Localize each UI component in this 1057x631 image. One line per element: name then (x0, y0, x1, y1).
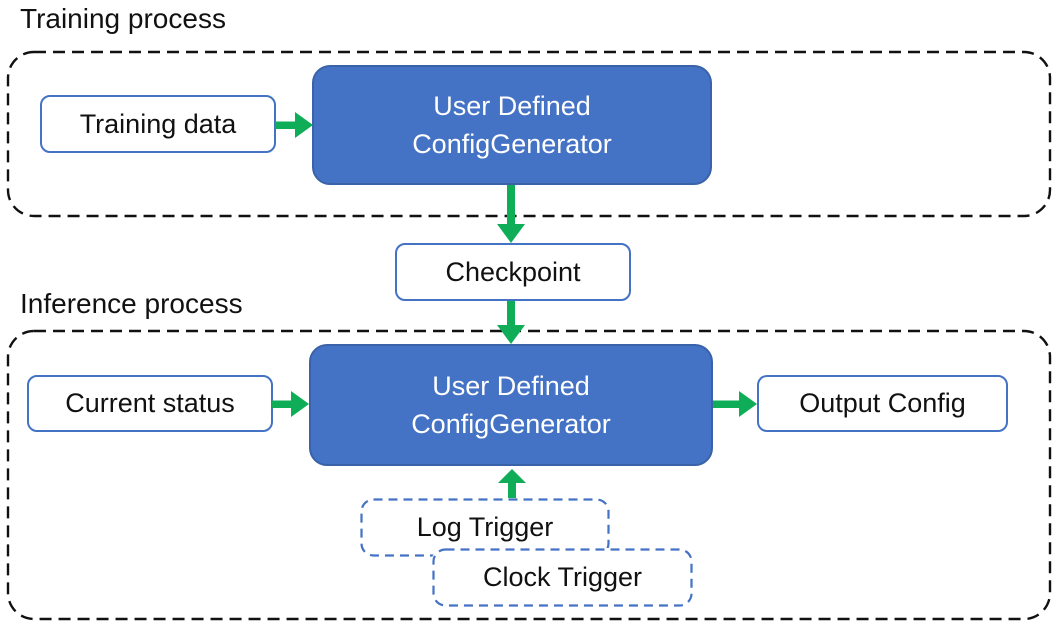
arrow-triggers-to-generator-icon (498, 469, 526, 498)
checkpoint-box: Checkpoint (395, 243, 631, 301)
arrow-current-status-to-generator-icon (272, 391, 309, 417)
log-trigger-box: Log Trigger (360, 498, 610, 557)
arrow-generator-to-checkpoint-icon (497, 185, 525, 243)
training-config-generator-box: User Defined ConfigGenerator (312, 65, 712, 185)
current-status-box: Current status (27, 375, 273, 432)
log-trigger-dashed-border (360, 498, 610, 557)
inference-process-container (6, 329, 1052, 621)
arrow-checkpoint-to-generator-icon (497, 301, 525, 344)
output-config-box: Output Config (757, 375, 1008, 432)
training-config-generator-line2: ConfigGenerator (412, 129, 612, 159)
inference-config-generator-box: User Defined ConfigGenerator (309, 344, 713, 466)
log-trigger-label: Log Trigger (416, 512, 554, 542)
clock-trigger-label: Clock Trigger (482, 562, 643, 592)
clock-trigger-box: Clock Trigger (432, 548, 693, 607)
training-process-container (6, 50, 1052, 218)
inference-config-generator-line2: ConfigGenerator (411, 409, 611, 439)
training-config-generator-line1: User Defined (433, 91, 591, 121)
training-data-label: Training data (79, 108, 237, 139)
arrow-training-data-to-generator-icon (275, 112, 313, 138)
inference-config-generator-line1: User Defined (432, 371, 590, 401)
clock-trigger-dashed-border (432, 548, 693, 607)
output-config-label: Output Config (799, 388, 966, 418)
checkpoint-label: Checkpoint (445, 256, 581, 287)
training-data-box: Training data (40, 95, 276, 153)
current-status-label: Current status (65, 388, 235, 418)
arrow-generator-to-output-config-icon (713, 391, 757, 417)
inference-process-label: Inference process (20, 288, 243, 319)
training-process-label: Training process (20, 3, 226, 34)
